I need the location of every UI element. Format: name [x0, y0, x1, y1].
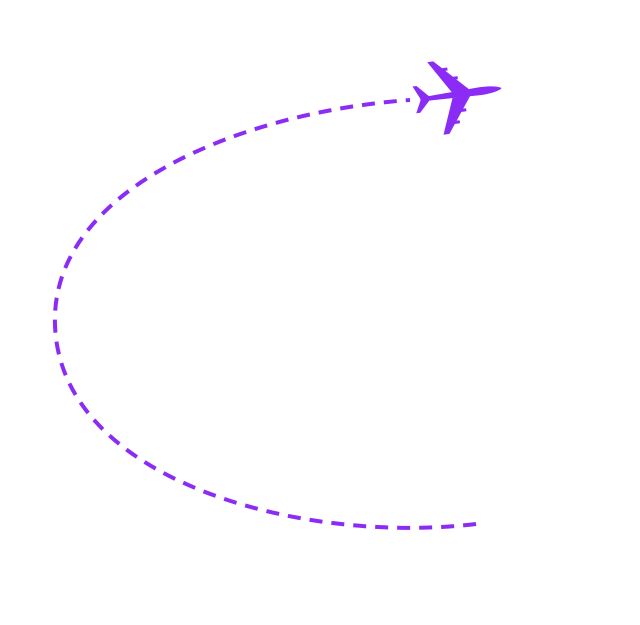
airplane-icon: [412, 61, 502, 135]
dashed-flight-path: [52, 98, 477, 530]
